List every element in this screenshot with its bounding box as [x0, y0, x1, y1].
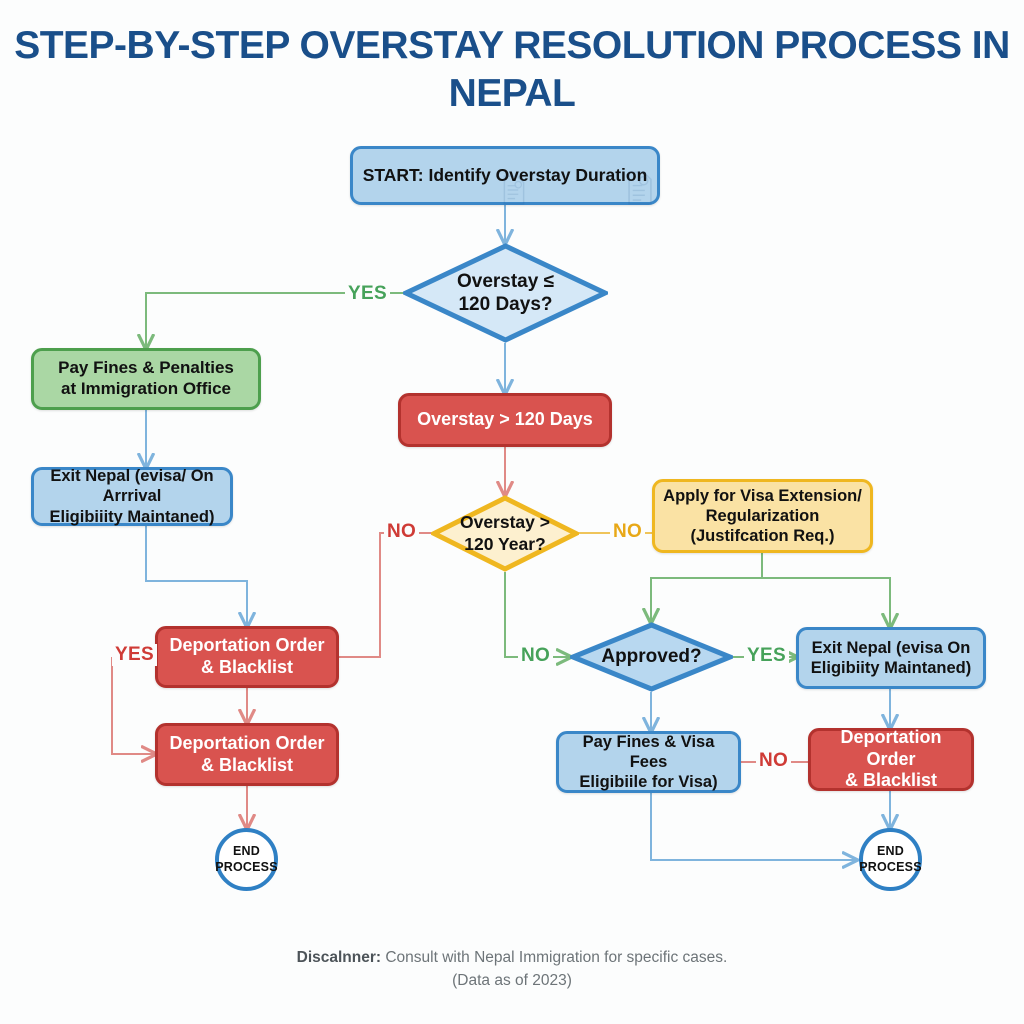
diamond-shape — [403, 243, 608, 343]
node-apply-visa-extension[interactable]: Apply for Visa Extension/ Regularization… — [652, 479, 873, 553]
node-decision-overstay-120-days-label: Overstay ≤ 120 Days? — [456, 270, 555, 315]
node-exit-nepal-right-label: Exit Nepal (evisa On Eligibiity Maintane… — [810, 638, 972, 677]
node-decision-approved-label: Approved? — [601, 646, 702, 668]
node-decision-approved[interactable]: Approved? — [570, 622, 733, 692]
node-start[interactable]: START: Identify Overstay Duration — [350, 146, 660, 205]
diamond-shape — [431, 495, 579, 572]
node-decision-overstay-120-days[interactable]: Overstay ≤ 120 Days? — [403, 243, 608, 343]
node-end-process-left[interactable]: END PROCESS — [215, 828, 278, 891]
node-deportation-left-2-label: Deportation Order & Blacklist — [169, 732, 325, 775]
edge-label-yes-approved-right: YES — [744, 645, 789, 667]
node-decision-overstay-120-year[interactable]: Overstay > 120 Year? — [431, 495, 579, 572]
node-overstay-gt-120-days-label: Overstay > 120 Days — [417, 409, 593, 430]
node-pay-fines-visa-fees-label: Pay Fines & Visa Fees Eligibiile for Vis… — [579, 732, 718, 792]
node-end-process-right[interactable]: END PROCESS — [859, 828, 922, 891]
node-exit-nepal-right[interactable]: Exit Nepal (evisa On Eligibiity Maintane… — [796, 627, 986, 689]
node-end-process-left-label: END PROCESS — [215, 843, 278, 874]
disclaimer-line-2: (Data as of 2023) — [452, 972, 572, 989]
disclaimer: Discalnner: Consult with Nepal Immigrati… — [0, 946, 1024, 992]
edge-label-no-bottom-right: NO — [756, 750, 792, 772]
node-decision-overstay-120-year-label: Overstay > 120 Year? — [459, 512, 550, 554]
node-deportation-left-1-label: Deportation Order & Blacklist — [169, 635, 325, 677]
edge-label-no-center-right: NO — [610, 521, 646, 543]
diamond-shape — [570, 622, 733, 692]
disclaimer-label: Discalnner: — [296, 949, 382, 966]
page-title: STEP-BY-STEP OVERSTAY RESOLUTION PROCESS… — [14, 24, 1010, 115]
edge-label-yes-left-mid: YES — [112, 644, 157, 666]
node-apply-visa-extension-label: Apply for Visa Extension/ Regularization… — [663, 486, 862, 546]
node-overstay-gt-120-days[interactable]: Overstay > 120 Days — [398, 393, 612, 447]
disclaimer-text: Consult with Nepal Immigration for speci… — [381, 949, 728, 966]
node-end-process-right-label: END PROCESS — [859, 843, 922, 874]
node-pay-fines-penalties-label: Pay Fines & Penalties at Immigration Off… — [58, 358, 234, 398]
disclaimer-line-1: Discalnner: Consult with Nepal Immigrati… — [0, 946, 1024, 969]
edge-label-yes-top-left: YES — [345, 283, 390, 305]
node-deportation-left-1[interactable]: Deportation Order & Blacklist — [155, 626, 339, 688]
node-deportation-right[interactable]: Deportation Order & Blacklist — [808, 726, 974, 791]
node-deportation-right-label: Deportation Order & Blacklist — [840, 726, 942, 791]
node-pay-fines-penalties[interactable]: Pay Fines & Penalties at Immigration Off… — [31, 348, 261, 410]
node-exit-nepal-left[interactable]: Exit Nepal (evisa/ On Arrrival Eligibiii… — [31, 467, 233, 526]
edge-label-no-center-bottom: NO — [518, 645, 554, 667]
node-pay-fines-visa-fees[interactable]: Pay Fines & Visa Fees Eligibiile for Vis… — [556, 731, 741, 793]
node-exit-nepal-left-label: Exit Nepal (evisa/ On Arrrival Eligibiii… — [49, 467, 215, 526]
node-deportation-left-2[interactable]: Deportation Order & Blacklist — [155, 723, 339, 786]
node-start-label: START: Identify Overstay Duration — [362, 164, 648, 185]
edge-label-no-center-left: NO — [384, 521, 420, 543]
